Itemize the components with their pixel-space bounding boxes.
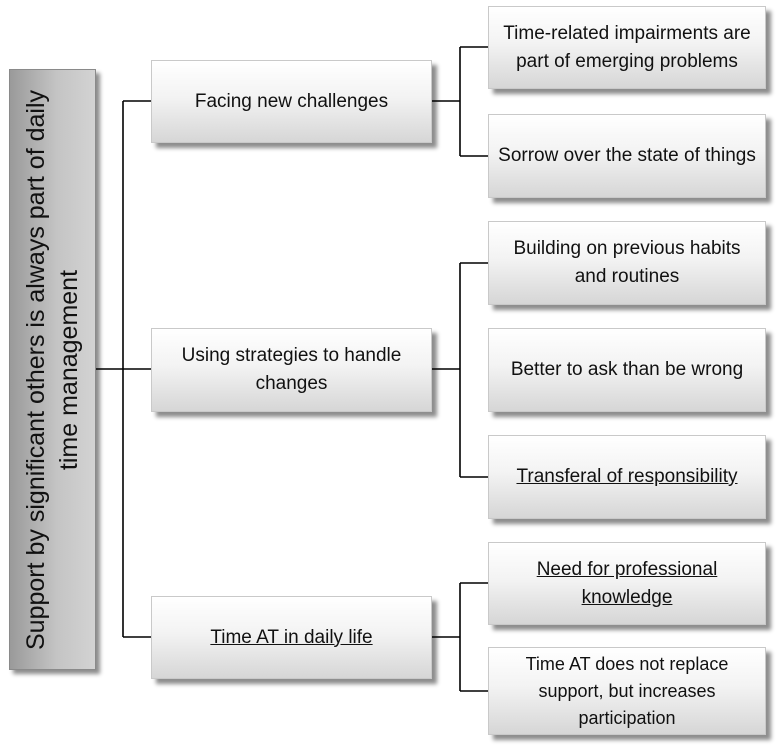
theme-time-at-daily-life: Time AT in daily life <box>151 596 432 679</box>
theme-using-strategies: Using strategies to handle changes <box>151 328 432 412</box>
subtheme-label: Time-related impairments are part of eme… <box>503 22 751 72</box>
theme-label: Time AT in daily life <box>210 626 373 648</box>
theme-facing-new-challenges: Facing new challenges <box>151 60 432 143</box>
theme-label: Facing new challenges <box>194 90 389 112</box>
subtheme-label: Need for professional knowledge <box>536 558 718 608</box>
subtheme-time-related-impairments: Time-related impairments are part of eme… <box>488 6 766 89</box>
theme-label: Using strategies to handle changes <box>181 345 402 394</box>
subtheme-transferal-of-responsibility: Transferal of responsibility <box>488 435 766 519</box>
subtheme-time-at-not-replace: Time AT does not replace support, but in… <box>488 647 766 735</box>
subtheme-previous-habits: Building on previous habits and routines <box>488 221 766 305</box>
root-label: Support by significant others is always … <box>21 89 83 650</box>
subtheme-professional-knowledge: Need for professional knowledge <box>488 542 766 625</box>
subtheme-label: Transferal of responsibility <box>516 466 738 487</box>
subtheme-label: Sorrow over the state of things <box>498 145 756 166</box>
subtheme-label: Time AT does not replace support, but in… <box>525 653 729 728</box>
subtheme-label: Building on previous habits and routines <box>513 238 741 287</box>
root-node: Support by significant others is always … <box>9 69 96 670</box>
subtheme-sorrow: Sorrow over the state of things <box>488 114 766 198</box>
subtheme-label: Better to ask than be wrong <box>510 359 744 380</box>
subtheme-better-to-ask: Better to ask than be wrong <box>488 328 766 412</box>
